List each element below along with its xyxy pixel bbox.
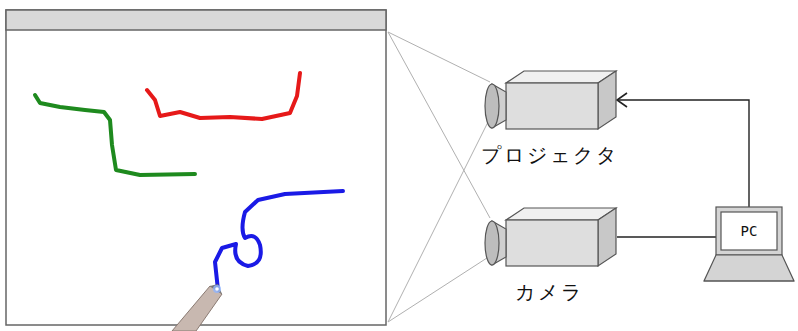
- title-bar: [6, 10, 386, 30]
- screen-text: PC: [716, 223, 782, 239]
- blue-stroke: [215, 191, 343, 290]
- pen: [172, 284, 222, 331]
- green-stroke: [35, 95, 195, 175]
- pc-box: PC: [716, 207, 782, 255]
- device-symbol: [482, 207, 617, 267]
- camera-box: カメラ: [482, 207, 617, 267]
- device-label: プロジェクタ: [462, 142, 637, 169]
- projection-lines: [388, 32, 490, 322]
- device-label: カメラ: [462, 279, 637, 306]
- projector-box: プロジェクタ: [482, 70, 617, 130]
- signal-arrow: [617, 100, 749, 207]
- cable-line: [617, 236, 716, 237]
- device-symbol: [482, 70, 617, 130]
- screen: [6, 10, 386, 325]
- red-stroke: [147, 73, 300, 119]
